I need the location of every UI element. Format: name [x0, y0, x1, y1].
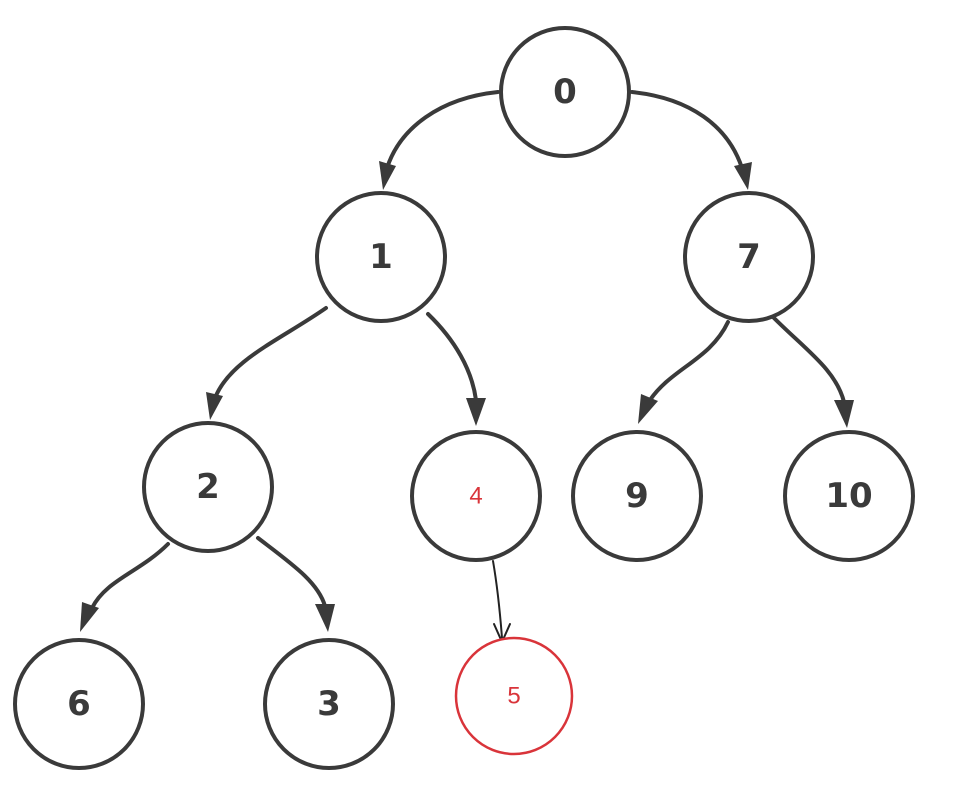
- arrowhead-7-9: [638, 394, 658, 424]
- node-4: 4: [410, 430, 542, 562]
- node-1-circle: [315, 191, 447, 323]
- node-7-label: 7: [737, 237, 761, 277]
- arrowhead-1-2: [206, 392, 223, 420]
- node-6-circle: [13, 638, 145, 770]
- node-2-label: 2: [196, 467, 220, 507]
- arrowhead-1-4: [466, 398, 486, 426]
- node-7-circle: [683, 191, 815, 323]
- edge-2-3: [256, 536, 327, 608]
- node-10-label: 10: [825, 476, 872, 516]
- edge-1-4: [426, 312, 478, 402]
- node-0-circle: [499, 26, 631, 158]
- edge-2-6: [90, 542, 170, 610]
- arrowhead-2-6: [80, 602, 99, 632]
- node-9-label: 9: [625, 476, 649, 516]
- node-3: 3: [263, 638, 395, 770]
- arrowhead-0-1: [379, 161, 396, 190]
- node-6: 6: [13, 638, 145, 770]
- node-1-label: 1: [369, 237, 393, 277]
- arrowhead-0-7: [734, 162, 752, 190]
- node-3-label: 3: [317, 684, 341, 724]
- node-4-circle: [410, 430, 542, 562]
- node-9-circle: [571, 430, 703, 562]
- node-2: 2: [142, 421, 274, 553]
- node-3-circle: [263, 638, 395, 770]
- node-5-label: 5: [507, 683, 520, 710]
- node-10: 10: [783, 430, 915, 562]
- edge-0-1: [385, 90, 500, 170]
- node-0-label: 0: [553, 72, 577, 112]
- node-10-circle: [783, 430, 915, 562]
- node-2-circle: [142, 421, 274, 553]
- node-0: 0: [499, 26, 631, 158]
- node-9: 9: [571, 430, 703, 562]
- edge-0-7: [630, 90, 744, 170]
- edges: [80, 90, 854, 643]
- node-5-circle: [454, 636, 574, 756]
- node-5: 5: [454, 636, 574, 756]
- edge-7-9: [648, 320, 730, 402]
- node-4-label: 4: [469, 483, 482, 510]
- node-6-label: 6: [67, 684, 91, 724]
- edge-7-10: [772, 316, 846, 404]
- edge-1-2: [213, 306, 328, 400]
- node-1: 1: [315, 191, 447, 323]
- edge-4-5: [492, 560, 503, 639]
- arrowhead-7-10: [834, 400, 854, 428]
- arrowhead-2-3: [315, 604, 335, 632]
- node-7: 7: [683, 191, 815, 323]
